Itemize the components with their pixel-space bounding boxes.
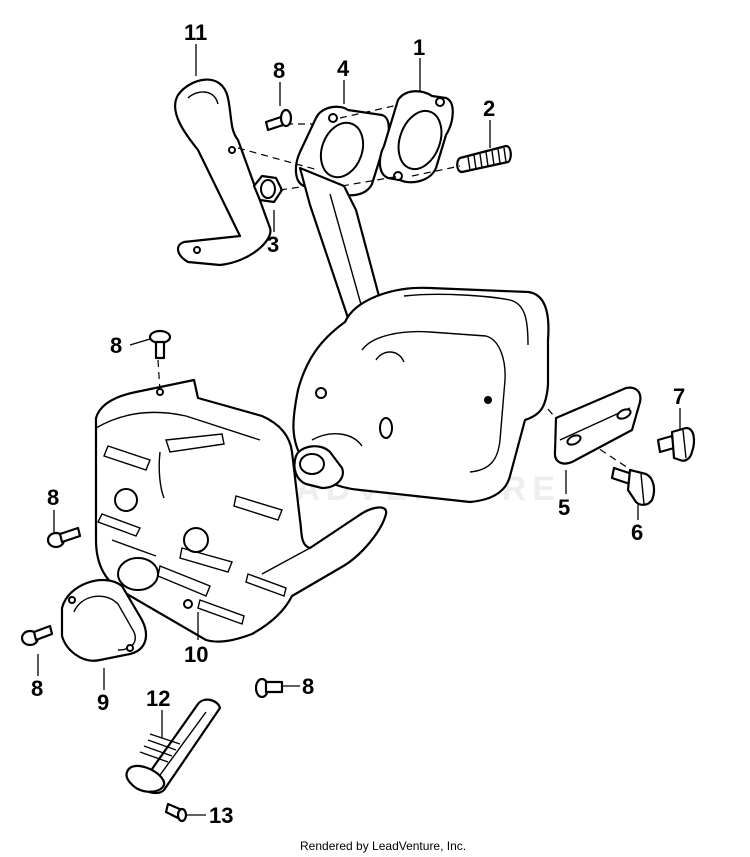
callout-8-bottom: 8 — [302, 674, 314, 699]
callout-6: 6 — [631, 520, 643, 545]
end-cap-part-9 — [60, 578, 148, 662]
muffler-body — [292, 166, 550, 504]
callout-7: 7 — [673, 384, 685, 409]
callout-8-left: 8 — [47, 485, 59, 510]
screw-part-8-bottom — [254, 677, 284, 699]
bolt-part-7 — [656, 426, 696, 462]
gasket-part-1 — [378, 90, 454, 184]
stud-part-2 — [456, 144, 512, 174]
callout-4: 4 — [337, 56, 350, 81]
screw-part-8-lower-left — [20, 624, 54, 647]
callout-9: 9 — [97, 690, 109, 715]
callout-5: 5 — [558, 495, 570, 520]
exhaust-deflector-part-11 — [174, 78, 272, 267]
callout-13: 13 — [209, 803, 233, 828]
callout-8-upper: 8 — [273, 58, 285, 83]
screw-part-8-upper — [264, 108, 293, 132]
callout-11: 11 — [184, 20, 207, 45]
callout-8-top: 8 — [110, 333, 122, 358]
callout-labels: 11 8 4 1 2 3 8 7 5 6 8 8 9 10 8 12 13 — [31, 20, 685, 828]
footer-credit: Rendered by LeadVenture, Inc. — [300, 839, 466, 853]
callout-2: 2 — [483, 96, 495, 121]
bolt-part-6 — [610, 466, 656, 506]
screw-part-8-left — [46, 526, 82, 549]
nut-part-3 — [252, 174, 284, 204]
screw-part-13 — [164, 802, 188, 823]
bracket-part-5 — [553, 386, 642, 465]
callout-12: 12 — [146, 686, 170, 711]
leader-lines — [37, 44, 681, 816]
callout-8-lower-left: 8 — [31, 676, 43, 701]
screw-part-8-top — [148, 329, 172, 360]
callout-1: 1 — [413, 35, 425, 60]
heat-shield-part-10 — [94, 378, 388, 643]
callout-3: 3 — [267, 232, 279, 257]
callout-10: 10 — [184, 642, 208, 667]
spark-arrester-part-12 — [125, 698, 222, 795]
